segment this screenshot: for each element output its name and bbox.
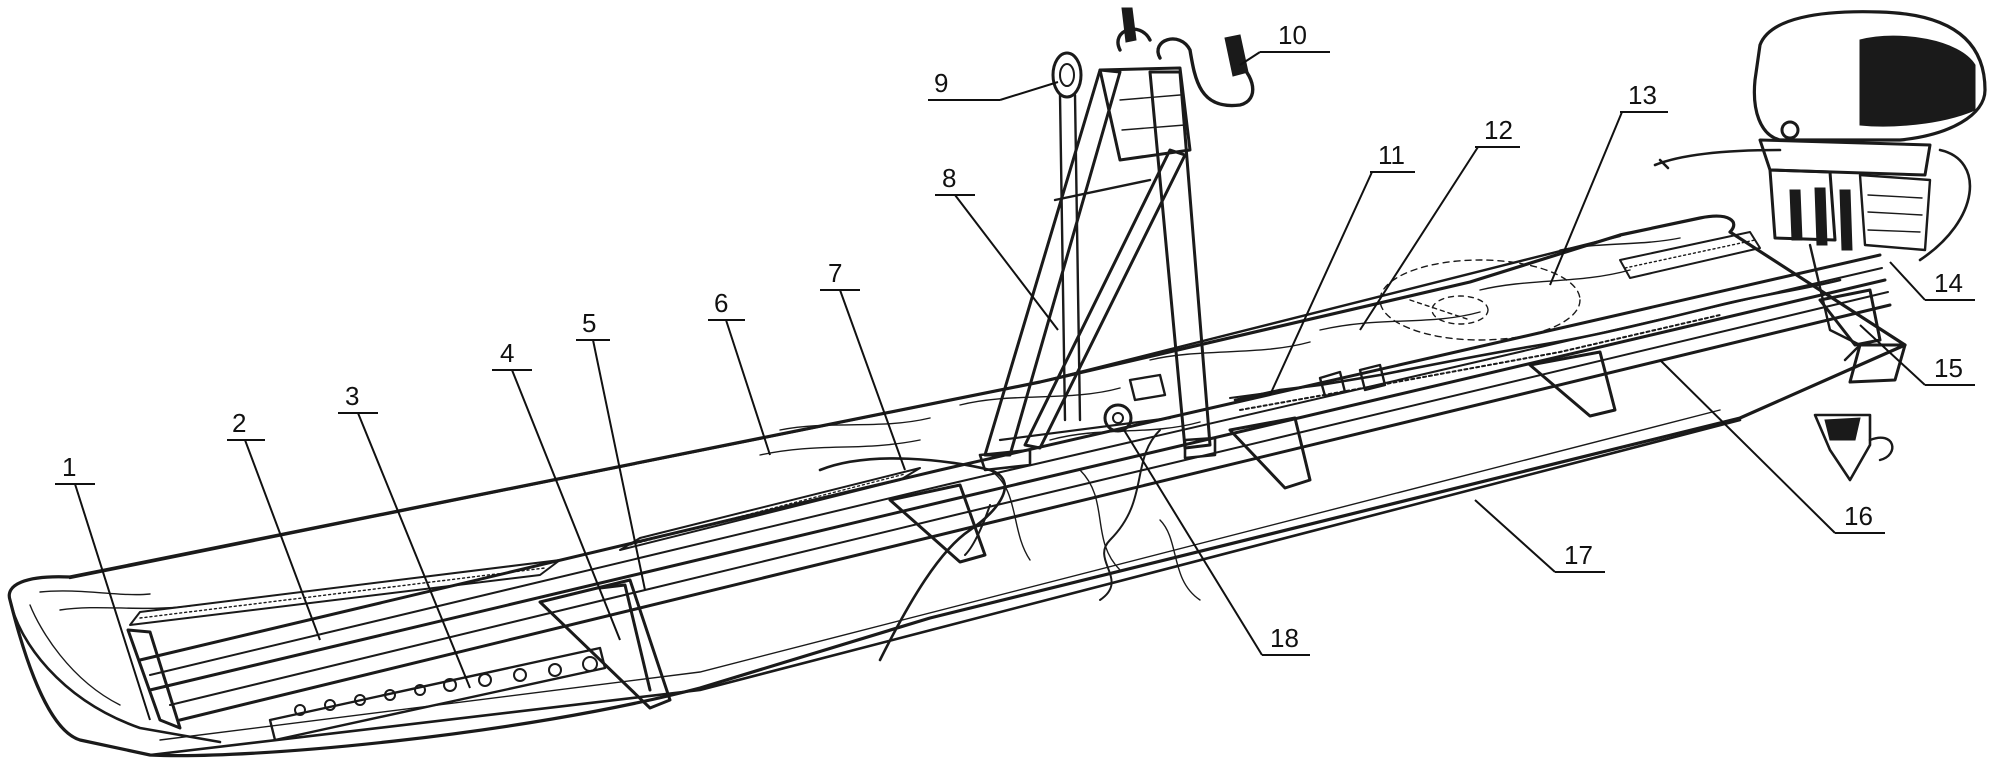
callout-label-3: 3 — [345, 381, 359, 411]
callout-label-4: 4 — [500, 338, 514, 368]
callout-label-10: 10 — [1278, 20, 1307, 50]
callout-label-11: 11 — [1378, 140, 1405, 170]
callout-16: 16 — [1659, 359, 1885, 534]
callout-7: 7 — [820, 258, 906, 471]
callout-4: 4 — [492, 338, 621, 641]
callout-3: 3 — [338, 381, 471, 689]
outboard-engine — [1653, 10, 1987, 482]
callout-13: 13 — [1549, 80, 1668, 286]
callout-15: 15 — [1859, 324, 1975, 386]
steering-mast — [978, 66, 1217, 472]
callout-14: 14 — [1889, 261, 1975, 301]
control-cable — [1229, 278, 1842, 411]
callout-label-16: 16 — [1844, 501, 1873, 531]
callout-label-13: 13 — [1628, 80, 1657, 110]
runner-rails — [126, 253, 1907, 730]
callout-label-17: 17 — [1564, 540, 1593, 570]
callout-18: 18 — [1123, 429, 1310, 656]
callout-label-15: 15 — [1934, 353, 1963, 383]
callout-1: 1 — [55, 452, 151, 721]
callout-10: 10 — [1239, 20, 1330, 66]
callout-label-18: 18 — [1270, 623, 1299, 653]
steering-arc — [1379, 259, 1581, 341]
rope-loop — [818, 457, 1007, 662]
pulley — [1051, 51, 1083, 422]
holes-row — [268, 646, 607, 742]
mesh-panels — [129, 231, 1761, 626]
callout-11: 11 — [1269, 140, 1415, 396]
callout-label-12: 12 — [1484, 115, 1513, 145]
callout-label-5: 5 — [582, 308, 596, 338]
callout-12: 12 — [1359, 115, 1520, 331]
callout-5: 5 — [576, 308, 646, 591]
callout-label-7: 7 — [828, 258, 842, 288]
callout-6: 6 — [708, 288, 771, 456]
callout-8: 8 — [935, 163, 1059, 331]
callouts: 1 2 3 4 5 6 7 — [55, 20, 1975, 721]
callout-label-2: 2 — [232, 408, 246, 438]
callout-label-6: 6 — [714, 288, 728, 318]
callout-label-8: 8 — [942, 163, 956, 193]
callout-2: 2 — [227, 408, 321, 641]
handlebar — [1116, 7, 1255, 108]
callout-9: 9 — [928, 68, 1059, 101]
callout-label-14: 14 — [1934, 268, 1963, 298]
callout-17: 17 — [1474, 499, 1605, 573]
pivot-wheel — [1103, 403, 1133, 433]
callout-label-1: 1 — [62, 452, 76, 482]
callout-label-9: 9 — [934, 68, 948, 98]
sled-hull — [7, 214, 1907, 758]
